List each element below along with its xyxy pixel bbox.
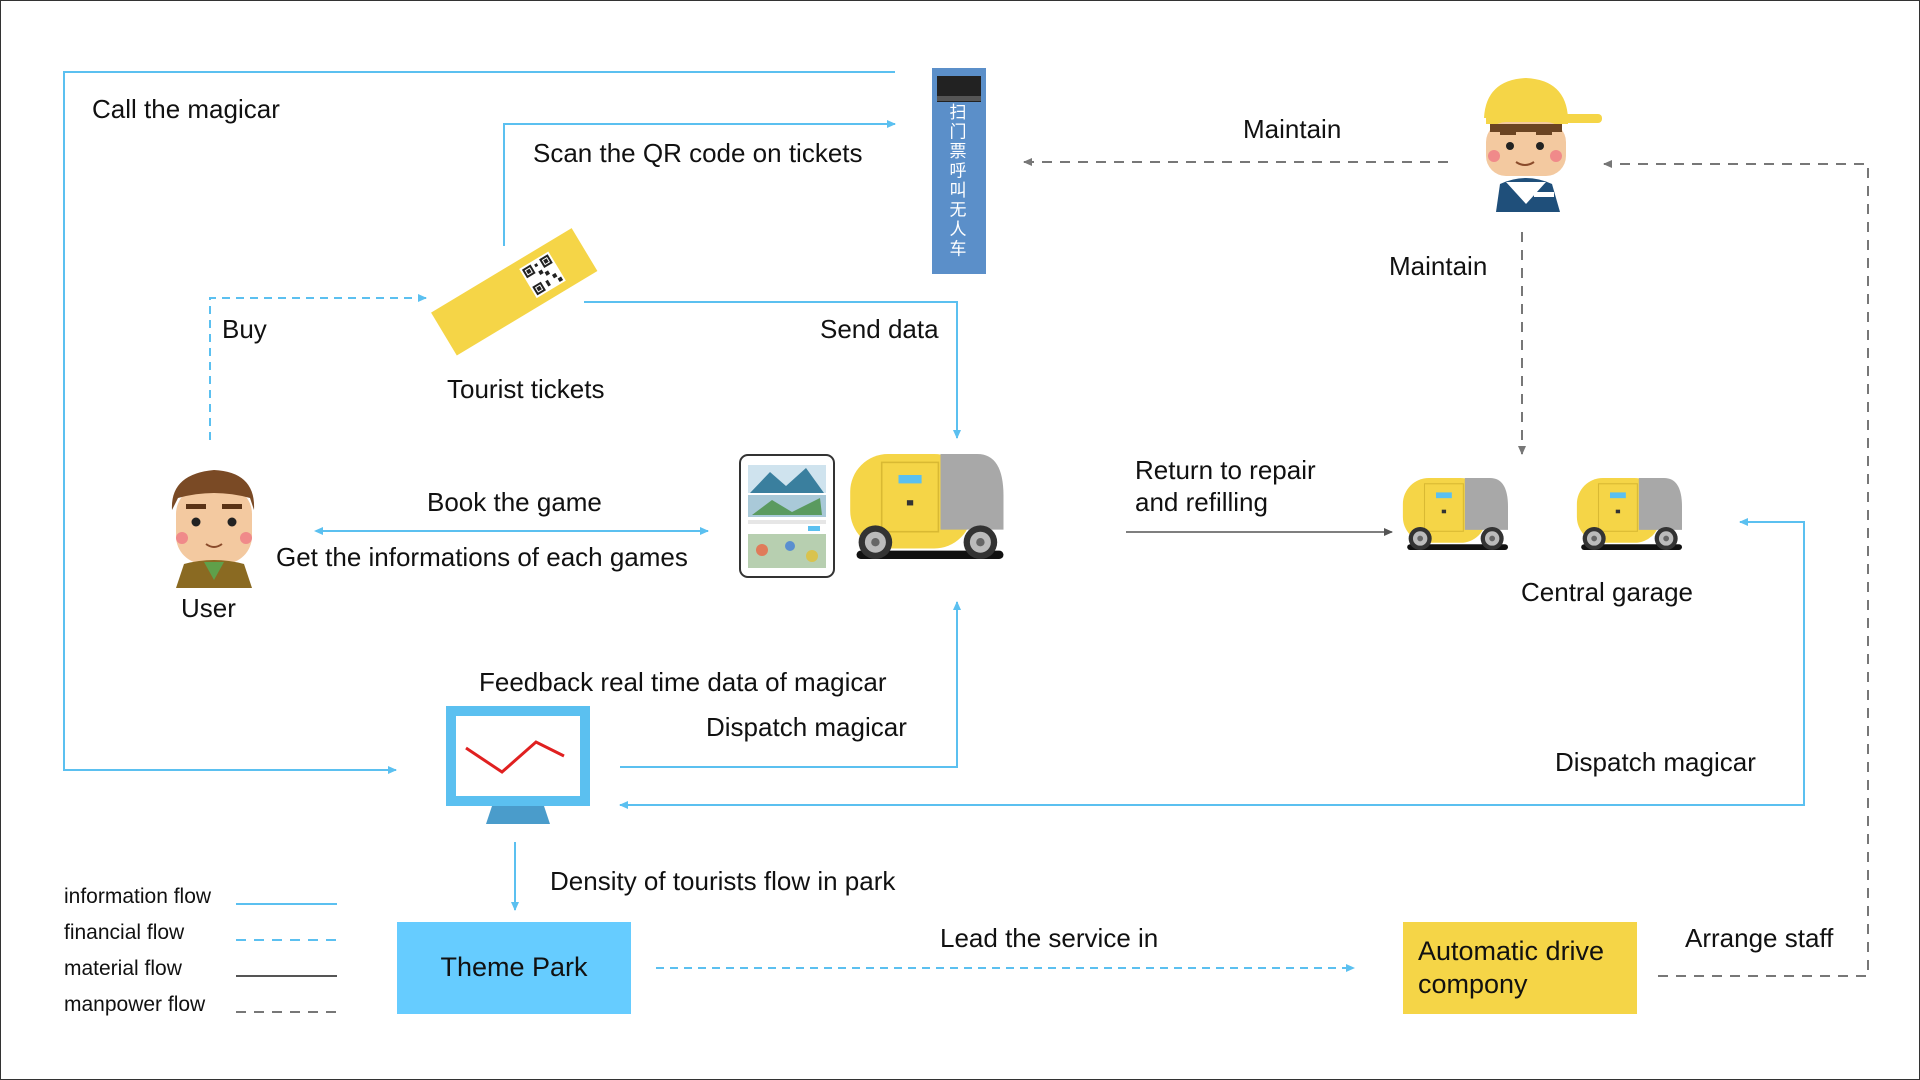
return-repair-label-line2: and refilling — [1135, 487, 1268, 517]
tablet-app-icon — [739, 454, 835, 578]
kiosk-char: 叫 — [950, 181, 967, 200]
magicar-vehicle-icon — [849, 453, 1005, 560]
legend-information-label: information flow — [64, 885, 212, 908]
tourist-tickets-label: Tourist tickets — [447, 374, 605, 404]
maintain-top-label: Maintain — [1243, 114, 1341, 144]
qr-code-icon — [519, 251, 566, 299]
kiosk-char: 无 — [950, 201, 967, 220]
automatic-drive-label-line1: Automatic drive — [1418, 936, 1604, 966]
return-repair-label-line1: Return to repair — [1135, 455, 1316, 485]
kiosk-char: 呼 — [950, 162, 967, 181]
kiosk: 扫门票呼叫无人车 — [932, 68, 986, 274]
lead-service-label: Lead the service in — [940, 923, 1158, 953]
monitor-icon — [446, 706, 590, 826]
kiosk-char: 车 — [950, 240, 967, 259]
theme-park-box — [397, 922, 631, 1014]
kiosk-label: 扫门票呼叫无人车 — [950, 103, 967, 259]
theme-park-label: Theme Park — [440, 952, 588, 982]
buy-line — [209, 294, 427, 440]
legend-financial-label: financial flow — [64, 921, 185, 944]
kiosk-char: 门 — [950, 123, 967, 142]
scan-qr-line — [503, 120, 896, 246]
send-data-label: Send data — [820, 314, 939, 344]
get-info-label: Get the informations of each games — [276, 542, 688, 572]
book-game-label: Book the game — [427, 487, 602, 517]
kiosk-char: 票 — [950, 142, 967, 161]
automatic-drive-company-box — [1403, 922, 1637, 1014]
automatic-drive-label-line2: compony — [1418, 969, 1528, 999]
feedback-line — [620, 601, 961, 768]
ticket-icon — [431, 228, 598, 356]
density-label: Density of tourists flow in park — [550, 866, 896, 896]
legend: information flow financial flow material… — [64, 885, 337, 1016]
user-label: User — [181, 593, 236, 623]
call-magicar-line — [63, 71, 895, 774]
garage-car-2-icon — [1576, 477, 1683, 551]
send-data-line — [584, 301, 961, 439]
central-garage-label: Central garage — [1521, 577, 1693, 607]
arrange-staff-line — [1603, 160, 1869, 977]
kiosk-char: 人 — [950, 220, 967, 239]
legend-manpower-label: manpower flow — [64, 993, 206, 1016]
scan-qr-label: Scan the QR code on tickets — [533, 138, 863, 168]
dispatch-label-1: Dispatch magicar — [706, 712, 907, 742]
call-magicar-label: Call the magicar — [92, 94, 280, 124]
legend-material-label: material flow — [64, 957, 183, 980]
dispatch-label-2: Dispatch magicar — [1555, 747, 1756, 777]
arrange-staff-label: Arrange staff — [1685, 923, 1834, 953]
user-avatar-icon — [171, 470, 255, 588]
maintenance-worker-icon — [1484, 78, 1602, 212]
maintain-side-label: Maintain — [1389, 251, 1487, 281]
feedback-label: Feedback real time data of magicar — [479, 667, 887, 697]
buy-label: Buy — [222, 314, 267, 344]
kiosk-char: 扫 — [950, 103, 967, 122]
garage-car-1-icon — [1402, 477, 1509, 551]
